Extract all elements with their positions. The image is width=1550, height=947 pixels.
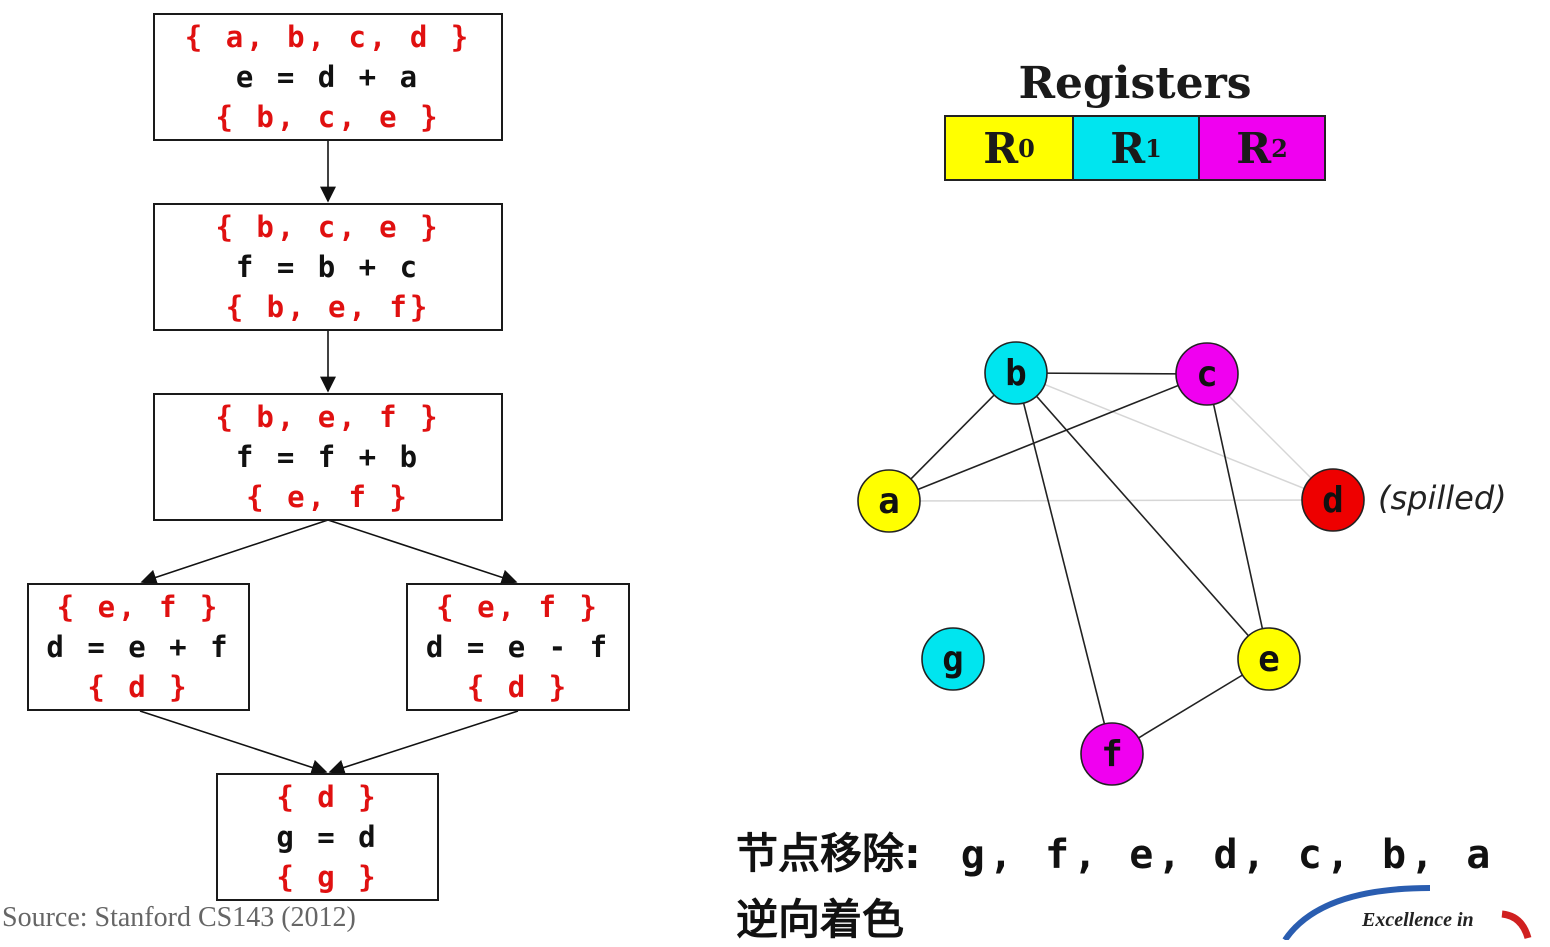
register-name: R [1110, 123, 1146, 173]
graph-node-d: d [1301, 468, 1365, 532]
node-label: e [1258, 639, 1280, 680]
live-out: { g } [276, 860, 379, 894]
node-label: g [942, 639, 964, 680]
graph-node-b: b [984, 341, 1048, 405]
source-note: Source: Stanford CS143 (2012) [2, 902, 356, 933]
instruction: f = b + c [235, 250, 421, 284]
instruction: g = d [276, 820, 379, 854]
register-index: 0 [1018, 133, 1035, 163]
cfg-edge-b3-b4 [140, 519, 329, 586]
live-in: { e, f } [56, 590, 221, 624]
live-out: { d } [87, 670, 190, 704]
graph-node-g: g [921, 627, 985, 691]
node-circle [1237, 627, 1301, 691]
node-label: f [1101, 734, 1123, 775]
interference-graph: b c a d g e f (spilled) [857, 341, 1507, 786]
register-index: 1 [1145, 133, 1162, 163]
cfg-block-3: { b, e, f } f = f + b { e, f } [153, 393, 503, 521]
cfg-block-6: { d } g = d { g } [216, 773, 439, 901]
interference-edge-c-e [1206, 373, 1270, 660]
instruction: f = f + b [235, 440, 421, 474]
interference-edge-a-c [888, 373, 1208, 502]
live-out: { b, e, f} [225, 290, 431, 324]
node-circle [1175, 342, 1239, 406]
node-label: a [878, 481, 900, 522]
spilled-note: (spilled) [1378, 479, 1507, 517]
removal-label: 节点移除: [736, 829, 921, 878]
logo-text: Excellence in [1361, 909, 1474, 931]
cfg-block-1: { a, b, c, d } e = d + a { b, c, e } [153, 13, 503, 141]
registers-title: Registers [1018, 58, 1252, 109]
live-in: { b, e, f } [215, 400, 441, 434]
cfg-block-2: { b, c, e } f = b + c { b, e, f} [153, 203, 503, 331]
register-index: 2 [1271, 133, 1288, 163]
node-label: d [1322, 480, 1344, 521]
node-label: b [1005, 353, 1027, 394]
removal-sequence: g, f, e, d, c, b, a [960, 832, 1495, 878]
cfg-block-5: { e, f } d = e - f { d } [406, 583, 630, 711]
graph-node-f: f [1080, 722, 1144, 786]
cfg-edge-b3-b5 [327, 519, 518, 586]
interference-edge-b-f [1015, 372, 1113, 755]
live-out: { e, f } [246, 480, 410, 514]
graph-node-a: a [857, 469, 921, 533]
node-circle [1080, 722, 1144, 786]
node-circle [857, 469, 921, 533]
live-out: { d } [466, 670, 570, 704]
interference-edge-a-d [888, 499, 1334, 502]
live-out: { b, c, e } [215, 100, 441, 134]
instruction: d = e + f [46, 630, 231, 664]
interference-edge-b-e [1015, 372, 1270, 660]
node-circle [921, 627, 985, 691]
interference-edge-b-c [1015, 372, 1208, 375]
graph-node-e: e [1237, 627, 1301, 691]
instruction: e = d + a [235, 60, 421, 94]
cfg-edge-b4-b6 [139, 710, 328, 776]
live-in: { a, b, c, d } [184, 20, 472, 54]
cfg-block-4: { e, f } d = e + f { d } [27, 583, 250, 711]
reverse-coloring-label: 逆向着色 [736, 895, 905, 944]
cfg-edge-b5-b6 [328, 710, 519, 776]
live-in: { b, c, e } [215, 210, 441, 244]
node-circle [1301, 468, 1365, 532]
register-name: R [1236, 123, 1272, 173]
node-label: c [1196, 354, 1218, 395]
excellence-logo: Excellence in [1282, 885, 1532, 940]
instruction: d = e - f [425, 630, 611, 664]
interference-edge-b-d [1015, 372, 1334, 501]
live-in: { d } [276, 780, 379, 814]
register-name: R [983, 123, 1019, 173]
graph-node-c: c [1175, 342, 1239, 406]
node-circle [984, 341, 1048, 405]
node-removal-line: 节点移除: g, f, e, d, c, b, a [736, 820, 1494, 881]
live-in: { e, f } [436, 590, 600, 624]
